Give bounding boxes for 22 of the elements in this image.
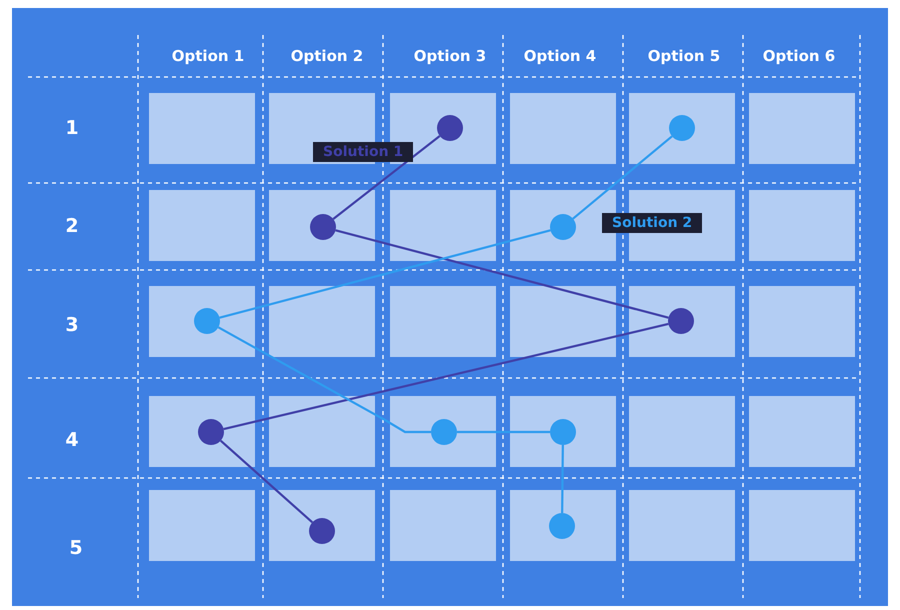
solution-path-line — [220, 440, 314, 524]
row-number: 5 — [69, 537, 83, 559]
row-number: 3 — [65, 314, 79, 336]
solution-path-line — [335, 229, 669, 319]
solution-path-line — [457, 430, 550, 434]
row-number: 2 — [65, 215, 79, 237]
solution-path-line — [332, 135, 440, 220]
solution-path-line — [219, 229, 551, 319]
column-header: Option 5 — [648, 47, 720, 65]
row-number: 4 — [65, 429, 79, 451]
solution-path-line — [223, 322, 669, 430]
column-header: Option 3 — [414, 47, 486, 65]
row-number: 1 — [65, 117, 79, 139]
solution-path-line — [218, 326, 431, 434]
column-header: Option 1 — [172, 47, 244, 65]
solution-label: Solution 1 — [313, 142, 414, 162]
column-header: Option 2 — [290, 47, 364, 65]
column-header: Option 6 — [762, 47, 836, 65]
column-header: Option 4 — [524, 47, 596, 65]
solution-label: Solution 2 — [602, 213, 702, 233]
solution-path-line — [572, 135, 673, 220]
solution-path-line — [561, 444, 564, 514]
